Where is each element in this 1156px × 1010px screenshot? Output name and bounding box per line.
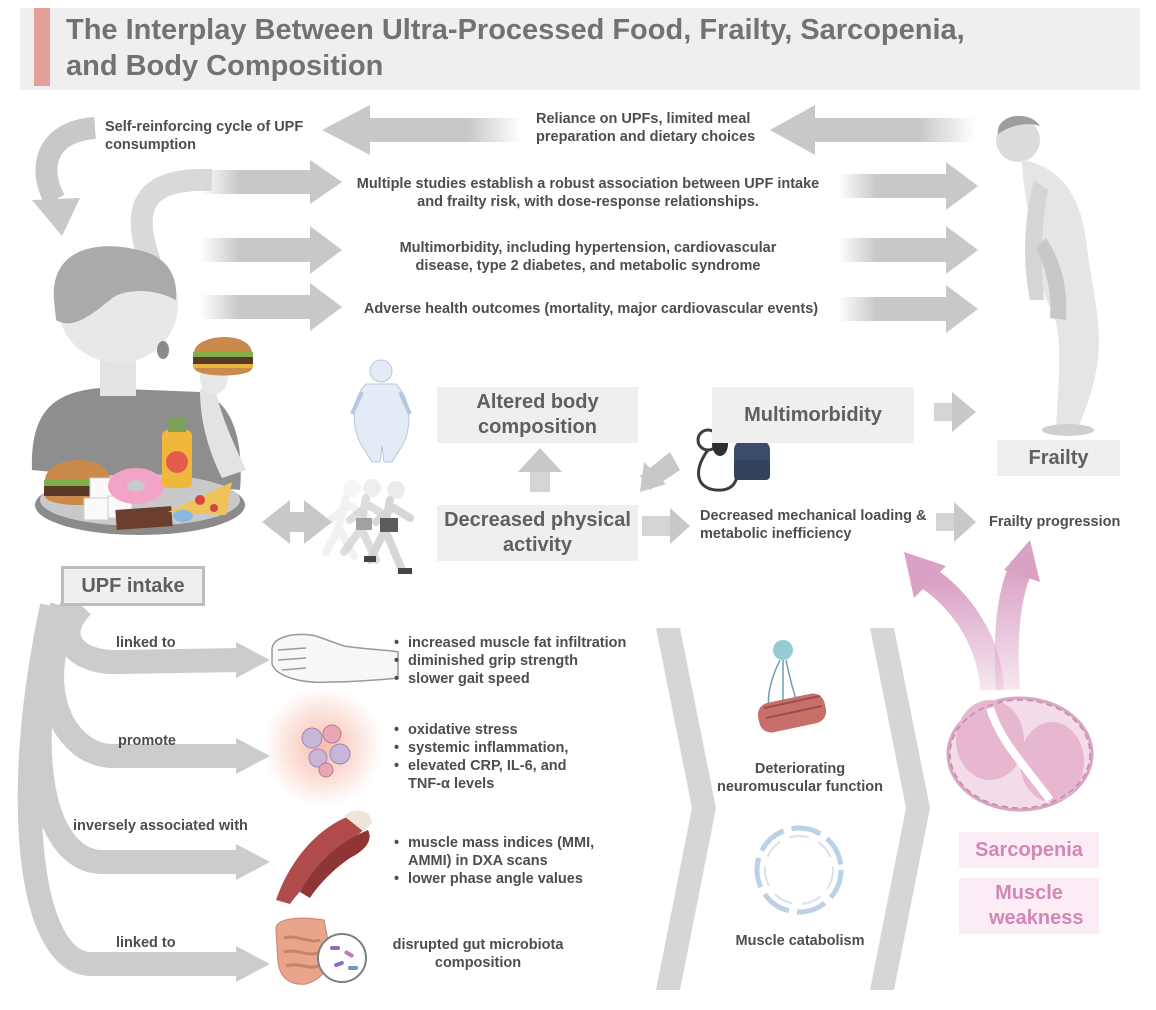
row-2-label: promote bbox=[118, 733, 176, 749]
arrow-multimorbidity-right bbox=[838, 226, 978, 274]
inflamed-cells-icon bbox=[263, 687, 383, 807]
title-accent-bar bbox=[34, 8, 50, 86]
arrow-mechanical-to-altered-head bbox=[640, 462, 666, 492]
branch-arrows bbox=[17, 597, 241, 976]
neuromuscular-junction-icon bbox=[757, 640, 827, 733]
multimorbidity-box: Multimorbidity bbox=[712, 387, 914, 443]
altered-body-composition-box: Altered body composition bbox=[437, 387, 638, 443]
blood-pressure-monitor-icon bbox=[696, 428, 770, 492]
arrow-adverse-right bbox=[838, 285, 978, 333]
chevron-divider-2 bbox=[870, 628, 930, 990]
row-3-bullets: muscle mass indices (MMI, AMMI) in DXA s… bbox=[392, 834, 622, 888]
row-2-bullets: oxidative stress systemic inflammation, … bbox=[392, 721, 592, 793]
sarcopenic-muscle-icon bbox=[946, 696, 1094, 812]
arrow-frailty-to-reliance bbox=[770, 105, 975, 155]
studies-text: Multiple studies establish a robust asso… bbox=[356, 176, 820, 210]
pink-arrow-sarcopenia-left bbox=[904, 552, 1004, 691]
muscle-icon bbox=[276, 810, 372, 904]
row-2-bullet-2: systemic inflammation, bbox=[392, 739, 592, 757]
arrow-studies-right bbox=[838, 162, 978, 210]
page-title-line-2: and Body Composition bbox=[66, 50, 384, 82]
adverse-outcomes-text: Adverse health outcomes (mortality, majo… bbox=[363, 301, 819, 317]
row-3-label: inversely associated with bbox=[73, 818, 248, 834]
boy-eating-upf-icon bbox=[31, 246, 253, 535]
title-banner bbox=[20, 8, 1140, 90]
page-title: The Interplay Between Ultra-Processed Fo… bbox=[66, 12, 1126, 84]
chevron-divider-1 bbox=[656, 628, 716, 990]
neuromuscular-text: Deteriorating neuromuscular function bbox=[717, 761, 883, 795]
sarcopenia-box: Sarcopenia bbox=[959, 832, 1099, 868]
muscle-weakness-box: Muscle weakness bbox=[959, 878, 1099, 934]
elderly-frail-man-icon bbox=[996, 115, 1099, 436]
arrow-multimorbidity-to-frailty bbox=[934, 392, 976, 432]
arrow-physical-to-mechanical bbox=[642, 508, 690, 544]
row-3-bullet-1: muscle mass indices (MMI, AMMI) in DXA s… bbox=[392, 834, 622, 870]
muscle-weakness-label: Muscle weakness bbox=[989, 882, 1084, 929]
arrow-bidirectional-physical bbox=[262, 500, 332, 544]
arrow-studies-left bbox=[200, 160, 342, 204]
curved-arrow-cycle bbox=[32, 117, 97, 236]
arrow-reliance-to-cycle bbox=[322, 105, 520, 155]
row-2-bullet-1: oxidative stress bbox=[392, 721, 592, 739]
obese-body-icon bbox=[350, 359, 412, 463]
cycle-text: Self-reinforcing cycle of UPF consumptio… bbox=[105, 119, 304, 153]
gut-microbiota-text: disrupted gut microbiota composition bbox=[392, 937, 564, 971]
catabolism-text: Muscle catabolism bbox=[735, 933, 865, 949]
reliance-text: Reliance on UPFs, limited meal preparati… bbox=[536, 111, 756, 145]
branch-arrow-head-3 bbox=[236, 844, 270, 880]
mechanical-loading-text: Decreased mechanical loading & metabolic… bbox=[700, 508, 927, 542]
page-title-line-1: The Interplay Between Ultra-Processed Fo… bbox=[66, 14, 965, 46]
arrow-up-to-altered-composition bbox=[518, 448, 562, 492]
row-3-bullet-2: lower phase angle values bbox=[392, 870, 622, 888]
branch-arrow-head-2 bbox=[236, 738, 270, 774]
curved-arrow-studies bbox=[130, 168, 213, 266]
row-2-bullet-3: elevated CRP, IL-6, and TNF-α levels bbox=[392, 757, 592, 793]
frailty-box: Frailty bbox=[997, 440, 1120, 476]
muscle-catabolism-icon bbox=[754, 825, 844, 915]
row-1-bullets: increased muscle fat infiltration dimini… bbox=[392, 634, 652, 688]
pink-arrow-sarcopenia-right bbox=[994, 540, 1040, 691]
branch-arrow-head-4 bbox=[236, 946, 270, 982]
decreased-physical-activity-box: Decreased physical activity bbox=[437, 505, 638, 561]
frailty-progression-text: Frailty progression bbox=[989, 514, 1121, 530]
row-1-bullet-3: slower gait speed bbox=[392, 670, 652, 688]
row-1-bullet-2: diminished grip strength bbox=[392, 652, 652, 670]
fist-hand-icon bbox=[271, 633, 399, 684]
row-4-label: linked to bbox=[116, 935, 176, 951]
intestine-microbiota-icon bbox=[275, 917, 367, 985]
multimorbidity-detail-text: Multimorbidity, including hypertension, … bbox=[399, 240, 777, 274]
runners-icon bbox=[322, 479, 414, 574]
arrow-multimorbidity-left bbox=[200, 226, 342, 274]
arrow-mechanical-to-progression bbox=[936, 502, 976, 542]
row-1-label: linked to bbox=[116, 635, 176, 651]
row-1-bullet-1: increased muscle fat infiltration bbox=[392, 634, 652, 652]
branch-arrow-head-1 bbox=[236, 642, 270, 678]
upf-intake-box: UPF intake bbox=[61, 566, 205, 606]
arrow-adverse-left bbox=[200, 283, 342, 331]
